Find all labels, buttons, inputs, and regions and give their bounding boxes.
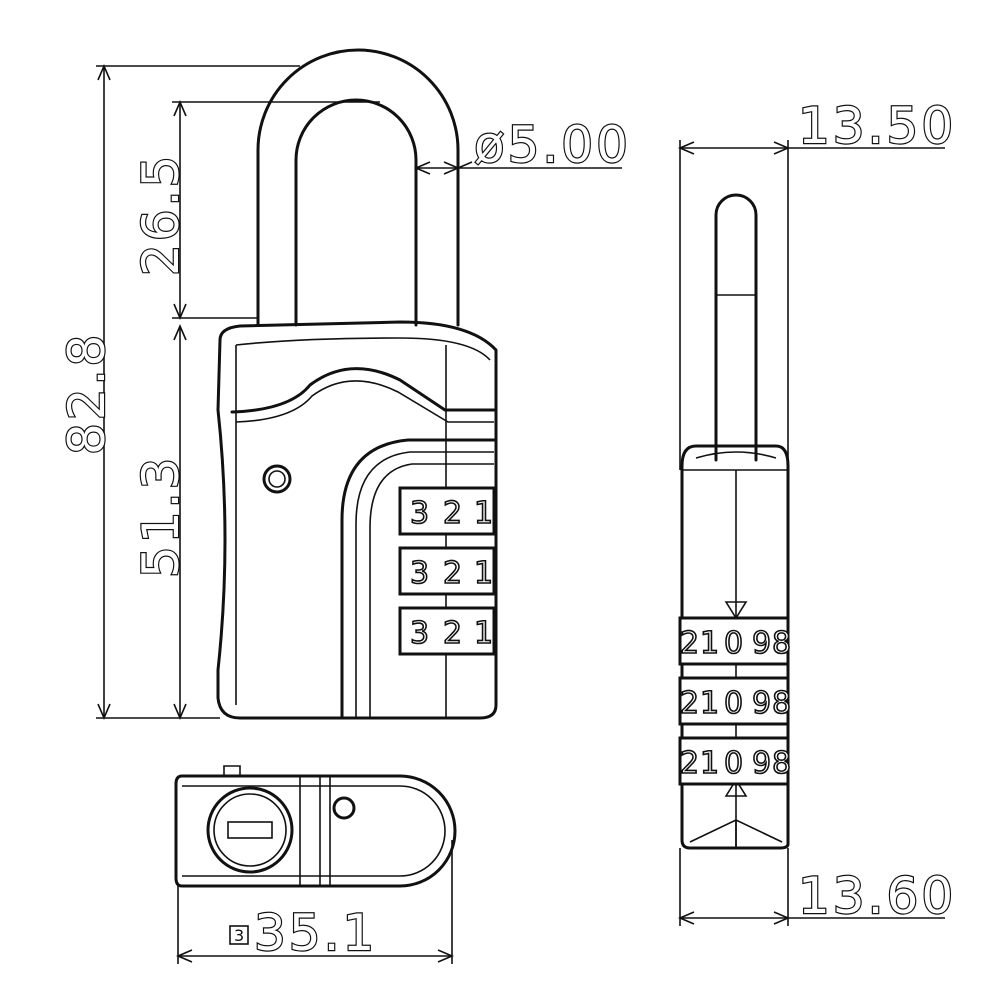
- side-wheel-digit: 8: [772, 746, 791, 781]
- side-body-top: [682, 451, 788, 471]
- dim-arrow: [413, 161, 461, 175]
- side-wheel-digit: 0: [724, 626, 743, 661]
- dim-width-badge: [229, 925, 249, 945]
- front-body-inner: [235, 337, 491, 705]
- dim-line-side-top: [679, 140, 945, 470]
- front-wheel-digit: 1: [474, 496, 493, 531]
- bottom-pin-hole: [332, 796, 356, 820]
- dim-arrow: [175, 949, 455, 963]
- side-wheel-frame: [678, 736, 790, 786]
- front-wheel-digit: 2: [443, 496, 462, 531]
- front-body-outline: [216, 320, 498, 720]
- side-wheel-digit: 9: [752, 626, 771, 661]
- side-wheel-digit: 0: [724, 746, 743, 781]
- front-wheel-digit: 2: [443, 616, 462, 651]
- front-wheel-frame: [398, 486, 496, 536]
- bottom-inner-lines: [182, 776, 446, 886]
- front-reset-hole: [262, 464, 292, 494]
- dim-width-badge-label: 3: [234, 926, 244, 945]
- side-wheel-digit: 9: [752, 746, 771, 781]
- shackle-outer: [256, 48, 460, 327]
- side-view: 2 1 0 9 8 2 1 0 9 8 2 1 0 9 8: [678, 193, 792, 850]
- front-reset-hole-inner: [268, 470, 286, 488]
- side-dimensions: 13.50 13.60: [677, 96, 956, 926]
- dim-line-diameter: [416, 161, 622, 169]
- dim-line-overall: [96, 65, 300, 719]
- dim-body-height: 51.3: [132, 455, 190, 578]
- dim-body-width: 35.1: [254, 904, 377, 962]
- front-wheel-digit: 1: [474, 556, 493, 591]
- bottom-keyslot: [227, 821, 273, 839]
- dim-side-top-thickness: 13.50: [798, 97, 956, 155]
- dim-arrow: [173, 323, 187, 721]
- side-wheel: 2 1 0 9 8: [678, 736, 792, 786]
- dim-overall-height: 82.8: [58, 332, 116, 455]
- front-wheel-digit: 1: [474, 616, 493, 651]
- side-wheel-frame: [678, 616, 790, 666]
- front-top-arch-inner: [235, 380, 494, 423]
- side-marker-top: [724, 601, 748, 620]
- front-wheel-frame: [398, 546, 496, 596]
- dim-arrow: [97, 63, 111, 721]
- dim-arrow: [677, 141, 791, 155]
- bottom-body-outline: [174, 774, 457, 888]
- front-dimensions: 82.8 26.5 51.3 ø5.00: [57, 63, 631, 721]
- side-wheel-digit: 9: [752, 686, 771, 721]
- side-wheel-digit: 2: [680, 686, 699, 721]
- bottom-keyhole-ring-inner: [213, 793, 287, 867]
- bottom-view: [174, 765, 457, 888]
- front-wheel-digit: 3: [410, 556, 429, 591]
- side-wheel: 2 1 0 9 8: [678, 676, 792, 726]
- front-wheel-digit: 2: [443, 556, 462, 591]
- front-wheel-digit: 3: [410, 496, 429, 531]
- front-wheel-digit: 3: [410, 616, 429, 651]
- side-wheel-digit: 8: [772, 626, 791, 661]
- shackle-inner: [294, 98, 418, 327]
- side-wheel-digit: 8: [772, 686, 791, 721]
- side-wheel-digit: 0: [724, 686, 743, 721]
- side-body-outline: [680, 444, 790, 850]
- front-wheel: 3 2 1: [398, 546, 496, 596]
- bottom-keyhole-ring: [206, 786, 294, 874]
- front-wheel-frame: [398, 606, 496, 656]
- side-bottom-fan: [689, 819, 783, 848]
- dial-housing-inner: [355, 451, 494, 718]
- side-marker-bottom: [724, 778, 748, 797]
- bottom-dimensions: 3 35.1: [175, 840, 455, 964]
- side-wheel-digit: 1: [700, 746, 719, 781]
- front-view: 3 2 1 3 2 1 3 2 1: [216, 48, 498, 720]
- front-wheel: 3 2 1: [398, 606, 496, 656]
- front-wheel: 3 2 1: [398, 486, 496, 536]
- dim-line-width: [177, 840, 453, 964]
- dial-housing: [340, 438, 496, 720]
- dim-side-bottom-thickness: 13.60: [798, 867, 956, 925]
- dim-line-side-bottom: [679, 848, 945, 926]
- side-shackle: [714, 193, 758, 462]
- bottom-tab: [223, 765, 241, 776]
- dim-shackle-clearance: 26.5: [132, 153, 190, 276]
- side-wheel: 2 1 0 9 8: [678, 616, 792, 666]
- side-wheel-digit: 1: [700, 626, 719, 661]
- front-top-arch: [230, 367, 496, 414]
- side-wheel-frame: [678, 676, 790, 726]
- side-wheel-digit: 1: [700, 686, 719, 721]
- side-wheel-digit: 2: [680, 626, 699, 661]
- dim-shackle-diameter: ø5.00: [474, 116, 631, 174]
- dim-arrow: [677, 911, 791, 925]
- dim-line-clearance: [172, 101, 380, 319]
- dim-arrow: [173, 99, 187, 321]
- side-wheel-digit: 2: [680, 746, 699, 781]
